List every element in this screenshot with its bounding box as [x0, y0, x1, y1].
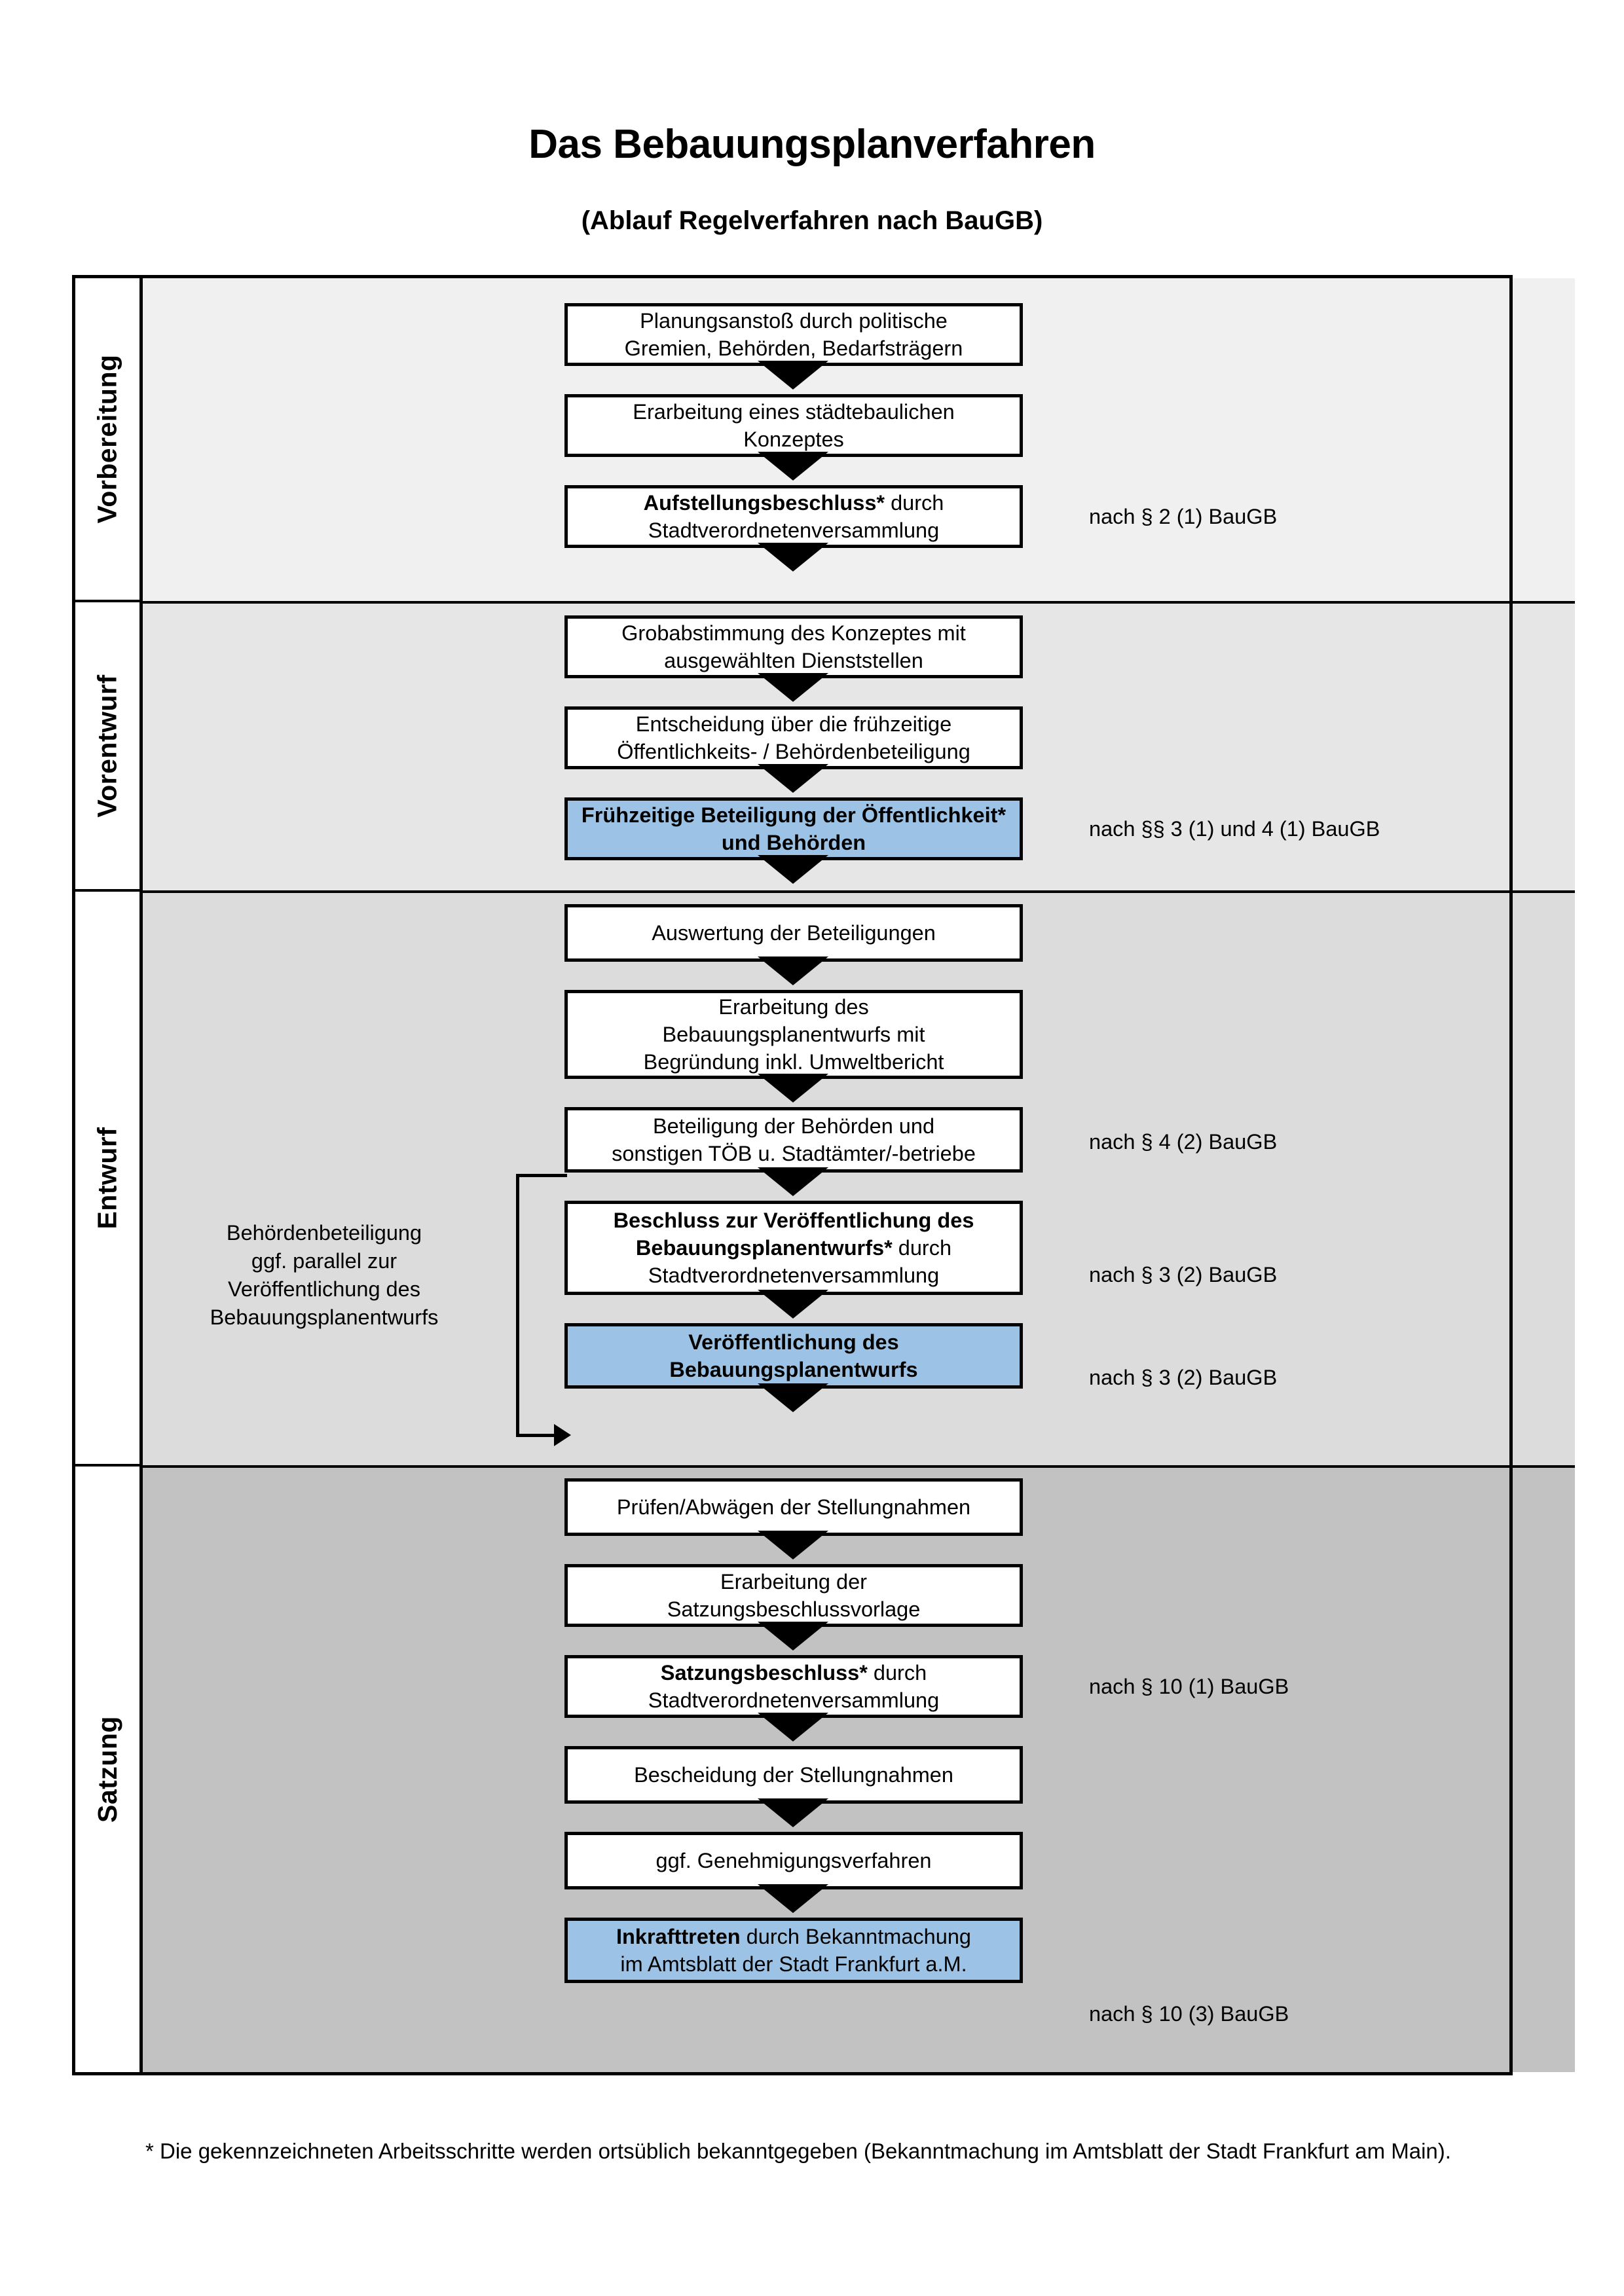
process-box-beteiligung-behoerden-toeb[interactable]: Beteiligung der Behörden und sonstigen T… [564, 1107, 1023, 1173]
process-box-inkrafttreten[interactable]: Inkrafttreten durch Bekanntmachung im Am… [564, 1918, 1023, 1983]
flow-arrow-down [758, 1798, 828, 1827]
phase-label-text: Vorbereitung [92, 354, 122, 524]
flow-arrow-down [758, 1383, 828, 1412]
band-divider-2 [143, 890, 1575, 893]
legal-note-paragraph-2-1: nach § 2 (1) BauGB [1089, 505, 1278, 528]
box-line-2: Gremien, Behörden, Bedarfsträgern [624, 337, 963, 360]
flow-arrow-down [758, 452, 828, 481]
phase-label-vorbereitung: Vorbereitung [75, 278, 139, 602]
process-box-erarbeitung-bebauungsplanentwurf[interactable]: Erarbeitung des Bebauungsplanentwurfs mi… [564, 990, 1023, 1079]
phase-label-entwurf: Entwurf [75, 892, 139, 1467]
process-box-staedtebauliches-konzept[interactable]: Erarbeitung eines städtebaulichen Konzep… [564, 394, 1023, 457]
process-box-veroeffentlichung-entwurf[interactable]: Veröffentlichung des Bebauungsplanentwur… [564, 1323, 1023, 1389]
box-line-2: Satzungsbeschlussvorlage [667, 1597, 921, 1621]
band-divider-3 [143, 1465, 1575, 1468]
box-line-2: Konzeptes [743, 428, 844, 451]
bypass-connector-top-segment [516, 1174, 567, 1177]
legal-note-paragraph-3-2-b: nach § 3 (2) BauGB [1089, 1366, 1278, 1389]
process-box-erarbeitung-satzungsbeschlussvorlage[interactable]: Erarbeitung der Satzungsbeschlussvorlage [564, 1564, 1023, 1627]
legal-note-paragraph-10-1: nach § 10 (1) BauGB [1089, 1675, 1289, 1698]
band-divider-1 [143, 601, 1575, 604]
flow-arrow-down [758, 855, 828, 884]
process-box-pruefen-abwaegen[interactable]: Prüfen/Abwägen der Stellungnahmen [564, 1478, 1023, 1536]
box-line-1: Planungsanstoß durch politische [640, 308, 948, 333]
box-line-1: Erarbeitung eines städtebaulichen [633, 399, 955, 424]
box-line-1: Beteiligung der Behörden und [652, 1114, 935, 1138]
box-line-1: durch [885, 490, 944, 515]
process-box-beschluss-veroeffentlichung[interactable]: Beschluss zur Veröffentlichung des Bebau… [564, 1201, 1023, 1295]
box-line-2: Bebauungsplanentwurfs mit [662, 1022, 925, 1046]
box-line-1: durch [892, 1235, 952, 1260]
phase-label-text: Vorentwurf [92, 674, 122, 818]
side-note-line-1: Behördenbeteiligung [226, 1221, 422, 1245]
box-line-3: Begründung inkl. Umweltbericht [643, 1050, 944, 1074]
flow-arrow-down [758, 1167, 828, 1196]
legal-note-paragraph-10-3: nach § 10 (3) BauGB [1089, 2002, 1289, 2026]
process-box-satzungsbeschluss[interactable]: Satzungsbeschluss* durch Stadtverordnete… [564, 1655, 1023, 1718]
phase-label-vorentwurf: Vorentwurf [75, 602, 139, 892]
process-box-grobabstimmung[interactable]: Grobabstimmung des Konzeptes mit ausgewä… [564, 615, 1023, 678]
phase-label-column-separator [139, 275, 143, 2075]
page-title: Das Bebauungsplanverfahren [528, 122, 1096, 167]
legal-note-paragraph-4-2: nach § 4 (2) BauGB [1089, 1130, 1278, 1154]
box-bold-text: Aufstellungsbeschluss* [643, 490, 885, 515]
page-subtitle: (Ablauf Regelverfahren nach BauGB) [581, 206, 1043, 235]
box-line-1: Entscheidung über die frühzeitige [635, 712, 952, 736]
process-box-bescheidung-stellungnahmen[interactable]: Bescheidung der Stellungnahmen [564, 1746, 1023, 1804]
diagram-frame [72, 275, 1513, 2075]
flow-arrow-down [758, 1884, 828, 1913]
box-line-2: sonstigen TÖB u. Stadtämter/-betriebe [612, 1142, 976, 1165]
side-note-line-3: Veröffentlichung des [228, 1277, 420, 1301]
process-box-auswertung-beteiligungen[interactable]: Auswertung der Beteiligungen [564, 904, 1023, 962]
flow-arrow-down [758, 764, 828, 793]
flow-arrow-down [758, 1622, 828, 1650]
flow-arrow-down [758, 1531, 828, 1559]
box-line-2: Stadtverordnetenversammlung [648, 1264, 940, 1288]
phase-label-satzung: Satzung [75, 1467, 139, 2072]
legal-note-paragraph-3-1-4-1: nach §§ 3 (1) und 4 (1) BauGB [1089, 817, 1380, 841]
box-line-1: durch [867, 1660, 927, 1685]
flow-arrow-down [758, 1290, 828, 1319]
footnote-text: * Die gekennzeichneten Arbeitsschritte w… [145, 2139, 1451, 2163]
box-line-2: Stadtverordnetenversammlung [648, 519, 940, 542]
box-line-1: Auswertung der Beteiligungen [652, 920, 936, 945]
box-bold-text: Frühzeitige Beteiligung der Öffentlichke… [581, 803, 1006, 854]
box-bold-text: Inkrafttreten [616, 1924, 741, 1948]
flow-arrow-down [758, 1713, 828, 1741]
box-bold-text: Satzungsbeschluss* [660, 1660, 868, 1685]
box-line-2: ausgewählten Dienststellen [664, 649, 923, 672]
phase-label-text: Entwurf [92, 1126, 122, 1230]
side-note-line-4: Bebauungsplanentwurfs [210, 1305, 439, 1329]
box-line-1: Grobabstimmung des Konzeptes mit [621, 621, 966, 645]
side-note-line-2: ggf. parallel zur [251, 1248, 397, 1273]
box-bold-text: Veröffentlichung des Bebauungsplanentwur… [669, 1330, 918, 1381]
process-box-planungsanstoss[interactable]: Planungsanstoß durch politische Gremien,… [564, 303, 1023, 366]
flow-arrow-down [758, 1074, 828, 1102]
box-line-2: Stadtverordnetenversammlung [648, 1688, 940, 1712]
process-box-entscheidung-fruehzeitige-beteiligung[interactable]: Entscheidung über die frühzeitige Öffent… [564, 706, 1023, 769]
process-box-aufstellungsbeschluss[interactable]: Aufstellungsbeschluss* durch Stadtverord… [564, 485, 1023, 548]
side-note-behoerdenbeteiligung: Behördenbeteiligung ggf. parallel zur Ve… [187, 1219, 462, 1332]
process-box-genehmigungsverfahren[interactable]: ggf. Genehmigungsverfahren [564, 1832, 1023, 1889]
box-line-1: Erarbeitung des [718, 994, 869, 1019]
box-line-1: durch Bekanntmachung [740, 1924, 971, 1948]
bypass-connector-bottom-segment [516, 1434, 555, 1437]
box-line-1: Erarbeitung der [720, 1569, 868, 1594]
flow-arrow-down [758, 361, 828, 390]
bypass-connector-vertical-segment [516, 1174, 519, 1437]
box-line-2: im Amtsblatt der Stadt Frankfurt a.M. [620, 1952, 967, 1976]
process-box-fruehzeitige-beteiligung[interactable]: Frühzeitige Beteiligung der Öffentlichke… [564, 797, 1023, 860]
legal-note-paragraph-3-2-a: nach § 3 (2) BauGB [1089, 1263, 1278, 1286]
box-line-1: ggf. Genehmigungsverfahren [655, 1848, 932, 1872]
flow-arrow-down [758, 673, 828, 702]
box-line-1: Prüfen/Abwägen der Stellungnahmen [616, 1495, 971, 1519]
box-bold-text: Beschluss zur Veröffentlichung des Bebau… [613, 1208, 974, 1260]
flow-arrow-down [758, 543, 828, 572]
box-line-2: Öffentlichkeits- / Behördenbeteiligung [617, 740, 970, 763]
bypass-connector-arrowhead-icon [554, 1424, 571, 1446]
phase-label-text: Satzung [92, 1716, 122, 1823]
box-line-1: Bescheidung der Stellungnahmen [634, 1762, 953, 1787]
flow-arrow-down [758, 957, 828, 985]
